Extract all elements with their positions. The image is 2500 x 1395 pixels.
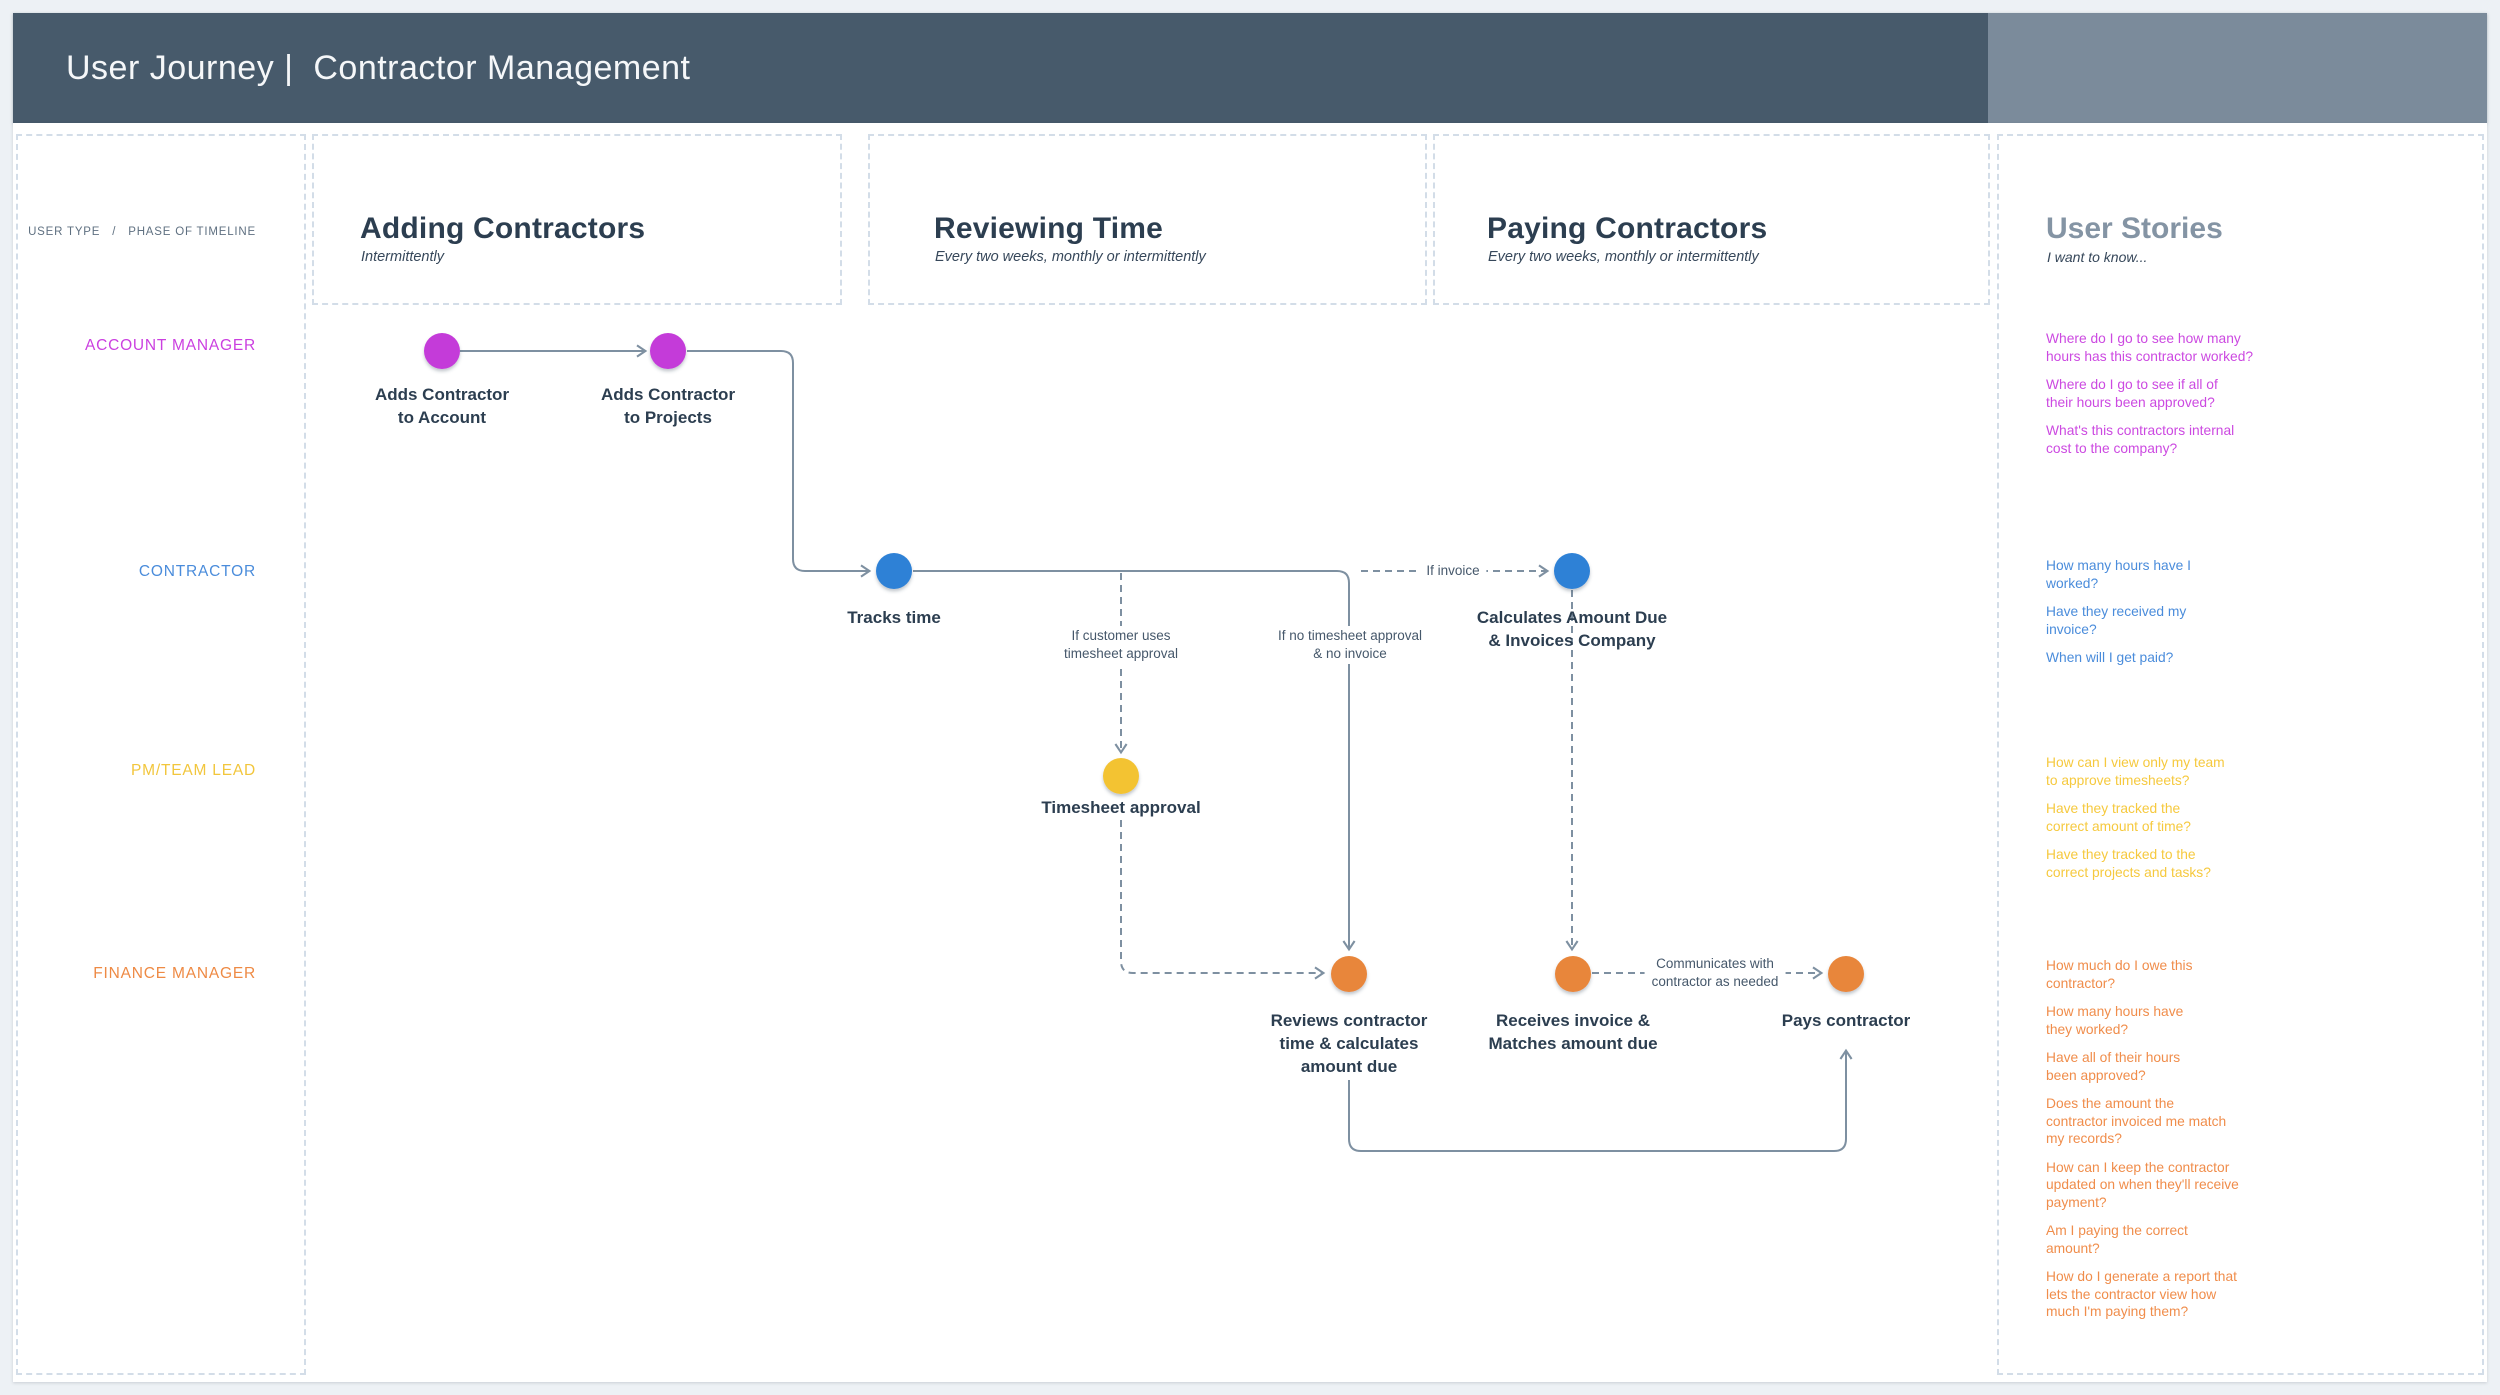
node-label-calculates-amount-due: Calculates Amount Due & Invoices Company xyxy=(1476,608,1668,650)
condition-if-invoice: If invoice xyxy=(1419,561,1487,581)
story-item: How can I keep the contractor updated on… xyxy=(2046,1159,2239,1210)
header-accent-block xyxy=(1988,13,2487,123)
story-item: What's this contractors internal cost to… xyxy=(2046,423,2235,456)
row-label-contractor: CONTRACTOR xyxy=(138,563,256,580)
user-stories-box xyxy=(1997,134,2484,1375)
rail-caption: USER TYPE / PHASE OF TIMELINE xyxy=(28,226,256,238)
phase-header-box-adding xyxy=(312,134,842,305)
story-item: Am I paying the correct amount? xyxy=(2046,1223,2188,1256)
stories-account-manager: Where do I go to see how many hours has … xyxy=(2046,330,2376,468)
story-item: How much do I owe this contractor? xyxy=(2046,958,2193,991)
node-label-adds-contractor-to-account: Adds Contractor to Account xyxy=(374,385,510,427)
node-label-timesheet-approval: Timesheet approval xyxy=(1041,798,1201,817)
journey-canvas xyxy=(13,123,2487,1382)
node-label-adds-contractor-to-projects: Adds Contractor to Projects xyxy=(600,385,736,427)
story-item: Have all of their hours been approved? xyxy=(2046,1050,2181,1083)
condition-communicates-with-contractor: Communicates with contractor as needed xyxy=(1644,954,1786,992)
phase-title-adding: Adding Contractors xyxy=(360,212,646,245)
story-item: How do I generate a report that lets the… xyxy=(2046,1269,2237,1319)
page-title: User Journey | Contractor Management xyxy=(66,48,691,87)
row-label-pm-team-lead: PM/TEAM LEAD xyxy=(130,762,256,779)
node-calculates-amount-due[interactable] xyxy=(1554,553,1590,589)
story-item: Have they received my invoice? xyxy=(2046,604,2187,637)
node-adds-contractor-to-projects[interactable] xyxy=(650,333,686,369)
connector-am2-tracks xyxy=(687,350,872,578)
connector-reviews-pays xyxy=(1348,1048,1853,1152)
node-timesheet-approval[interactable] xyxy=(1103,758,1139,794)
story-item: How many hours have they worked? xyxy=(2046,1004,2184,1037)
phase-subtitle-reviewing: Every two weeks, monthly or intermittent… xyxy=(935,249,1206,265)
node-label-reviews-contractor-time: Reviews contractor time & calculates amo… xyxy=(1270,1011,1428,1076)
phase-title-reviewing: Reviewing Time xyxy=(934,212,1163,245)
node-adds-contractor-to-account[interactable] xyxy=(424,333,460,369)
connector-tracks-reviews xyxy=(913,570,1356,952)
phase-header-box-paying xyxy=(1433,134,1990,305)
node-label-pays-contractor: Pays contractor xyxy=(1781,1011,1911,1030)
node-tracks-time[interactable] xyxy=(876,553,912,589)
story-item: Does the amount the contractor invoiced … xyxy=(2046,1096,2227,1146)
story-item: When will I get paid? xyxy=(2046,650,2174,665)
story-item: Have they tracked to the correct project… xyxy=(2046,847,2211,880)
node-label-tracks-time: Tracks time xyxy=(847,608,941,627)
node-receives-invoice[interactable] xyxy=(1555,956,1591,992)
node-label-receives-invoice: Receives invoice & Matches amount due xyxy=(1488,1011,1658,1053)
stories-pm-team-lead: How can I view only my team to approve t… xyxy=(2046,754,2376,892)
row-label-finance-manager: FINANCE MANAGER xyxy=(93,965,256,982)
user-type-rail-box xyxy=(16,134,306,1375)
story-item: Where do I go to see if all of their hou… xyxy=(2046,377,2218,410)
phase-subtitle-paying: Every two weeks, monthly or intermittent… xyxy=(1488,249,1759,265)
stories-finance-manager: How much do I owe this contractor? How m… xyxy=(2046,957,2376,1332)
user-stories-subtitle: I want to know... xyxy=(2047,249,2148,265)
phase-subtitle-adding: Intermittently xyxy=(361,249,444,265)
header-bar: User Journey | Contractor Management xyxy=(13,13,2487,123)
story-item: Have they tracked the correct amount of … xyxy=(2046,801,2191,834)
connector-timesheet-reviews xyxy=(1120,820,1326,980)
story-item: Where do I go to see how many hours has … xyxy=(2046,331,2254,364)
node-reviews-contractor-time[interactable] xyxy=(1331,956,1367,992)
phase-header-box-reviewing xyxy=(868,134,1427,305)
node-pays-contractor[interactable] xyxy=(1828,956,1864,992)
story-item: How can I view only my team to approve t… xyxy=(2046,755,2225,788)
phase-title-paying: Paying Contractors xyxy=(1487,212,1768,245)
condition-uses-timesheet-approval: If customer uses timesheet approval xyxy=(1056,626,1186,664)
story-item: How many hours have I worked? xyxy=(2046,558,2191,591)
row-label-account-manager: ACCOUNT MANAGER xyxy=(84,337,256,354)
stories-contractor: How many hours have I worked? Have they … xyxy=(2046,557,2376,678)
user-stories-title: User Stories xyxy=(2046,212,2223,245)
condition-no-timesheet-approval: If no timesheet approval & no invoice xyxy=(1270,626,1430,664)
